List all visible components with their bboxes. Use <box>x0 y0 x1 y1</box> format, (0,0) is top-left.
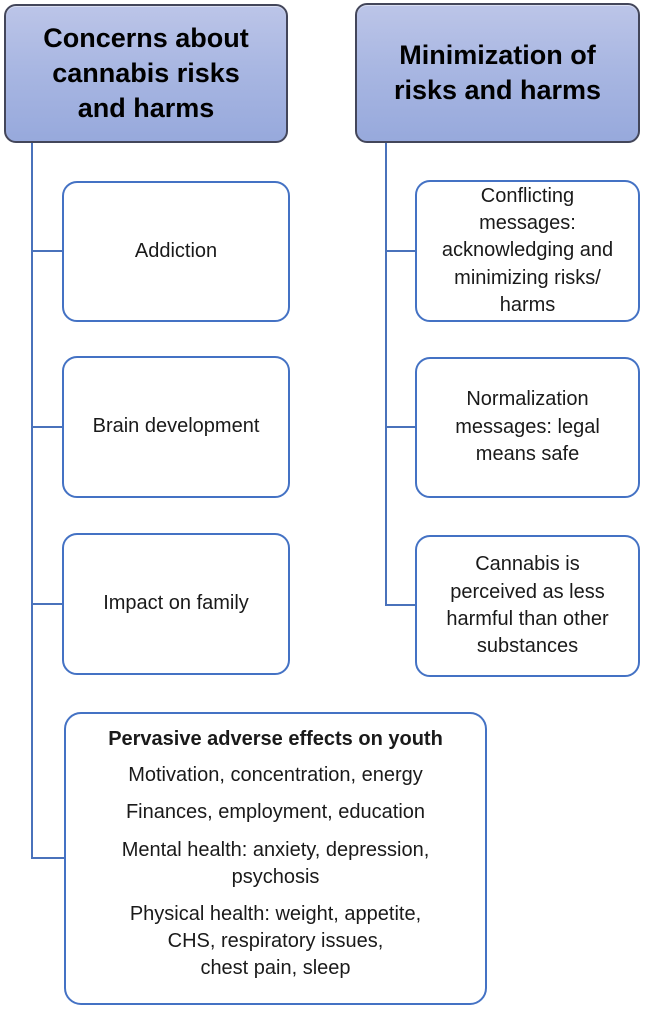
node-youth-effects: Pervasive adverse effects on youth Motiv… <box>64 712 487 1005</box>
connector-left-stub-addiction <box>31 250 62 252</box>
connector-left-elbow-youth <box>31 857 64 859</box>
node-header-concerns: Concerns about cannabis risks and harms <box>4 4 288 143</box>
node-conflicting-messages: Conflicting messages: acknowledging and … <box>415 180 640 322</box>
youth-effects-title: Pervasive adverse effects on youth <box>108 728 443 750</box>
node-normalization-messages: Normalization messages: legal means safe <box>415 357 640 498</box>
youth-effects-item-finances: Finances, employment, education <box>125 801 426 824</box>
connector-left-trunk <box>31 142 33 859</box>
node-impact-family: Impact on family <box>62 533 290 675</box>
youth-effects-item-motivation: Motivation, concentration, energy <box>128 764 423 787</box>
connector-right-elbow-cannabis <box>385 604 415 606</box>
node-header-minimization: Minimization of risks and harms <box>355 3 640 143</box>
node-brain-development: Brain development <box>62 356 290 498</box>
connector-left-stub-family <box>31 603 62 605</box>
connector-right-trunk <box>385 142 387 606</box>
youth-effects-item-mental-health: Mental health: anxiety, depression, psyc… <box>121 838 430 888</box>
connector-left-stub-brain <box>31 426 62 428</box>
node-addiction: Addiction <box>62 181 290 322</box>
node-cannabis-perception: Cannabis is perceived as less harmful th… <box>415 535 640 677</box>
connector-right-stub-conflicting <box>385 250 415 252</box>
youth-effects-item-physical-health: Physical health: weight, appetite, CHS, … <box>129 902 422 980</box>
connector-right-stub-normalization <box>385 426 415 428</box>
